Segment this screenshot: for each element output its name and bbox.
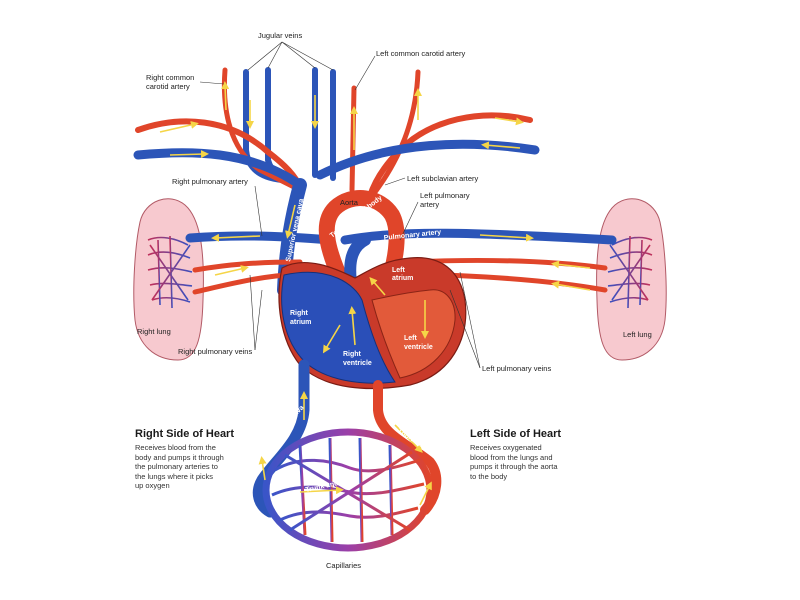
right-side-title: Right Side of Heart <box>135 428 235 440</box>
label-left-atrium-line1: Left <box>392 267 406 274</box>
left-ventricle-wall <box>371 289 456 379</box>
flow-arrow <box>221 81 230 111</box>
label-left-lung: Left lung <box>623 330 652 339</box>
label-jugular-veins: Jugular veins <box>258 31 302 40</box>
label-right-ventricle-line2: ventricle <box>343 360 372 367</box>
flow-arrow <box>322 324 341 354</box>
left-lung-capillary-net <box>607 235 653 309</box>
arm-arteries <box>135 112 533 199</box>
left-side-title: Left Side of Heart <box>470 428 562 440</box>
label-right-common-carotid-artery-line2: carotid artery <box>146 82 190 91</box>
label-left-common-carotid-artery: Left common carotid artery <box>376 49 465 58</box>
label-aorta: Aorta <box>340 198 359 207</box>
flow-arrow <box>258 456 267 481</box>
left-common-carotid-artery <box>349 69 421 199</box>
flow-arrow <box>214 265 249 276</box>
flow-arrow <box>551 280 591 291</box>
flow-arrow <box>479 233 534 242</box>
right-lung-capillary-net <box>147 235 193 309</box>
label-left-subclavian-artery: Left subclavian artery <box>407 174 479 183</box>
leader-lines <box>199 41 481 369</box>
label-left-atrium-line2: atrium <box>392 275 413 282</box>
label-right-pulmonary-artery: Right pulmonary artery <box>172 177 248 186</box>
left-side-description: Receives oxygenated blood from the lungs… <box>470 443 558 481</box>
flow-arrow <box>299 486 344 495</box>
label-right-ventricle-line1: Right <box>343 351 362 358</box>
label-capillaries: Capillaries <box>326 561 361 570</box>
label-left-ventricle-line2: ventricle <box>404 344 433 351</box>
flow-arrow <box>369 276 386 296</box>
label-right-lung: Right lung <box>137 327 171 336</box>
label-right-common-carotid-artery-line1: Right common <box>146 73 194 82</box>
label-right-pulmonary-veins: Right pulmonary veins <box>178 347 252 356</box>
label-left-pulmonary-artery-line1: Left pulmonary <box>420 191 470 200</box>
aortic-arch <box>318 190 405 298</box>
flow-arrow <box>494 117 524 126</box>
capillary-bed <box>262 428 434 552</box>
flow-arrow <box>169 150 209 159</box>
flow-arrow <box>419 481 432 506</box>
thoracic-aorta <box>373 380 442 515</box>
flow-arrow <box>394 424 423 453</box>
label-left-pulmonary-veins: Left pulmonary veins <box>482 364 551 373</box>
flow-arrow <box>211 233 261 242</box>
label-left-pulmonary-artery-line2: artery <box>420 200 439 209</box>
label-left-ventricle-line1: Left <box>404 335 418 342</box>
flow-arrows <box>159 81 591 506</box>
right-side-description: Receives blood from the body and pumps i… <box>135 443 224 490</box>
flow-arrow <box>159 120 199 133</box>
flow-arrow <box>551 260 591 269</box>
label-right-atrium-line1: Right <box>290 310 309 317</box>
label-right-atrium-line2: atrium <box>290 319 311 326</box>
flow-arrow <box>348 306 357 346</box>
flow-arrow <box>285 204 296 239</box>
flow-arrow <box>481 141 521 150</box>
